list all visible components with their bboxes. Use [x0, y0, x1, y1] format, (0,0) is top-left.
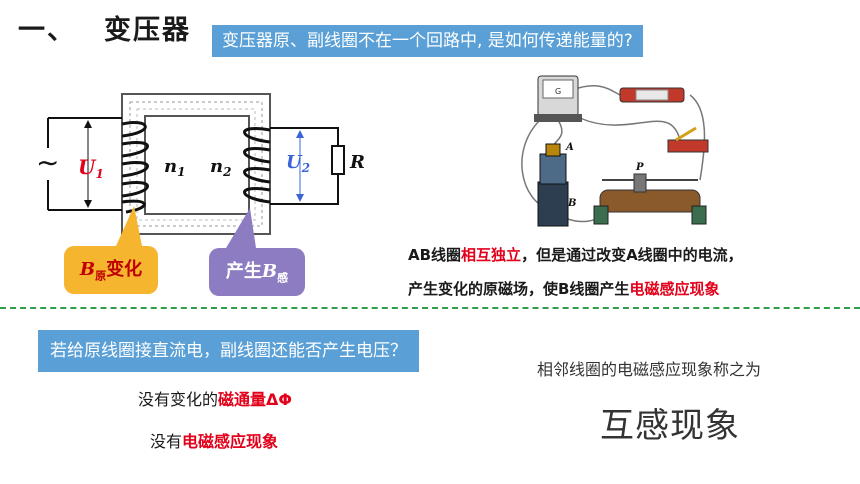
- u1-arrow-head-bottom: [84, 200, 92, 208]
- definition-note: 相邻线圈的电磁感应现象称之为: [537, 360, 762, 379]
- u2-arrow-head-top: [296, 130, 304, 138]
- resistor-icon: [331, 145, 345, 175]
- core-inner: [144, 115, 250, 215]
- u1-arrow-head-top: [84, 120, 92, 128]
- r-label: R: [349, 152, 365, 173]
- u2-label: U2: [286, 152, 310, 175]
- transformer-diagram: ∼ U1 n1 n2 R U2: [36, 93, 365, 248]
- answer-line-2: 没有电磁感应现象: [150, 432, 279, 451]
- answer-line-1: 没有变化的磁通量ΔΦ: [138, 390, 293, 409]
- term-mutual-induction: 互感现象: [600, 406, 740, 446]
- section-divider: [0, 307, 860, 309]
- switch-icon: [667, 139, 709, 153]
- flux-loop-outer: [129, 101, 263, 227]
- explanation-line-2: 产生变化的原磁场，使B线圈产生电磁感应现象: [408, 280, 720, 298]
- coil-a-icon: [539, 153, 567, 185]
- coil-b-label: B: [567, 198, 576, 209]
- secondary-wire-top: [270, 127, 339, 146]
- galvanometer-base: [534, 114, 582, 122]
- u2-arrow-head-bottom: [296, 194, 304, 202]
- callout-secondary-pointer: [226, 208, 256, 248]
- coil-b-icon: [537, 181, 569, 227]
- rheostat-slider: [633, 173, 647, 193]
- coil-a-cap: [545, 143, 561, 157]
- section-number: 一、: [18, 15, 76, 46]
- secondary-coil: [243, 127, 271, 204]
- u1-label: U1: [78, 155, 104, 181]
- section-title: 变压器: [104, 15, 191, 46]
- galvanometer-dial: [542, 79, 574, 99]
- page-title: 一、变压器: [18, 8, 191, 47]
- explanation-line-1: AB线圈相互独立，但是通过改变A线圈中的电流，: [408, 246, 743, 264]
- primary-coil: [121, 121, 149, 214]
- question-banner-top: 变压器原、副线圈不在一个回路中, 是如何传递能量的?: [212, 25, 643, 57]
- switch-lever: [675, 126, 697, 142]
- galvanometer-label: G: [555, 87, 561, 96]
- n2-label: n2: [210, 156, 231, 179]
- callout-primary-field: B原变化: [64, 246, 158, 294]
- rheostat-icon: [599, 189, 701, 213]
- callout-induced-field: 产生B感: [209, 248, 305, 296]
- apparatus-illustration: G A B P: [521, 75, 709, 227]
- coil-a-label: A: [565, 142, 574, 153]
- secondary-wire-bottom: [270, 174, 339, 205]
- ac-source-icon: ∼: [36, 146, 59, 179]
- question-banner-bottom: 若给原线圈接直流电，副线圈还能否产生电压？: [38, 330, 419, 372]
- rheostat-stand-right: [691, 205, 707, 225]
- n1-label: n1: [164, 156, 185, 179]
- flux-loop-inner: [136, 108, 256, 221]
- battery-cell: [635, 89, 669, 101]
- rheostat-p-label: P: [635, 162, 644, 173]
- rheostat-stand-left: [593, 205, 609, 225]
- callout-primary-pointer: [116, 206, 142, 246]
